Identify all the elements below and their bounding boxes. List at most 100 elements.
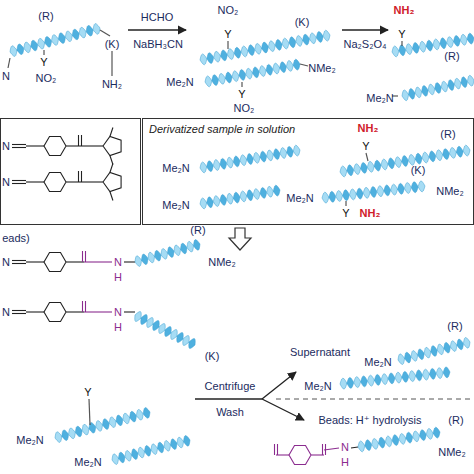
bond-line	[26, 311, 44, 312]
down-arrow	[229, 228, 251, 250]
helix-segment	[161, 249, 168, 260]
bond-line	[277, 444, 278, 455]
helix-segment	[194, 240, 201, 251]
chem-label: N	[2, 306, 10, 319]
helix-segment	[116, 415, 123, 426]
chem-label: N	[114, 306, 122, 319]
chem-label: Beads: H⁺ hydrolysis	[318, 414, 421, 427]
bond-line	[110, 127, 113, 136]
helix-segment	[392, 46, 399, 57]
bond-line	[124, 311, 135, 312]
helix-segment	[467, 75, 474, 86]
helix-segment	[286, 61, 293, 72]
helix-segment	[75, 426, 82, 437]
helix-segment	[260, 187, 267, 198]
helix-segment	[293, 59, 300, 70]
chem-label: Me₂N	[166, 76, 194, 89]
helix-segment	[457, 339, 464, 350]
helix-segment	[429, 368, 436, 379]
helix-segment	[437, 344, 444, 355]
helix-segment	[103, 419, 110, 430]
helix-segment	[440, 38, 447, 49]
helix-segment	[347, 165, 354, 176]
helix-segment	[187, 241, 194, 252]
chem-label: N	[2, 70, 10, 83]
reaction-arrow	[128, 29, 186, 30]
helix-segment	[273, 185, 280, 196]
bond-line	[274, 444, 275, 455]
chem-label: (R)	[38, 10, 53, 23]
bond-line	[85, 251, 86, 262]
helix-segment	[158, 442, 165, 453]
helix-segment	[398, 354, 405, 365]
helix-segment	[436, 368, 443, 379]
chem-label: Me₂N	[304, 380, 332, 393]
helix-segment	[287, 146, 294, 157]
helix-segment	[443, 149, 450, 160]
helix-segment	[233, 192, 240, 203]
chem-label: Y	[84, 386, 91, 399]
helix-segment	[221, 50, 228, 61]
helix-segment	[413, 42, 420, 53]
bond-line	[44, 252, 66, 271]
helix-segment	[391, 184, 398, 195]
side-chains	[8, 30, 402, 425]
bond-line	[66, 261, 84, 262]
chem-label: eads)	[2, 232, 30, 245]
chem-label: Y	[362, 140, 369, 153]
helix-segment	[388, 158, 395, 169]
chem-label: Wash	[216, 406, 244, 419]
helix-segment	[409, 371, 416, 382]
helix-segment	[248, 45, 255, 56]
helix-segment	[454, 78, 461, 89]
helix-segment	[443, 367, 450, 378]
chem-label: Me₂N	[162, 199, 190, 212]
bond-line	[351, 447, 358, 448]
chem-label: N	[114, 256, 122, 269]
helix-segment	[280, 62, 287, 73]
helix-segment	[329, 191, 336, 202]
helix-segment	[309, 33, 316, 44]
helix-segment	[358, 441, 365, 452]
helix-segment	[135, 312, 141, 322]
chem-label: Me₂N	[366, 92, 394, 105]
helix-segment	[253, 67, 260, 78]
helix-segment	[282, 38, 289, 49]
helix-segment	[273, 149, 280, 160]
helix-segment	[424, 347, 431, 358]
helix-segment	[45, 37, 52, 48]
helix-segment	[416, 370, 423, 381]
helix-segment	[289, 37, 296, 48]
helix-segment	[422, 86, 429, 97]
helix-segment	[428, 84, 435, 95]
chem-label: (K)	[105, 38, 120, 51]
bond-line	[84, 311, 112, 312]
helix-segment	[207, 161, 214, 172]
helix-segment	[347, 377, 354, 388]
helix-segment	[119, 452, 126, 463]
bond-line	[100, 30, 110, 36]
helix-segment	[62, 430, 69, 441]
helix-segment	[10, 46, 17, 57]
helix-segment	[463, 337, 470, 348]
chem-label: NO₂	[36, 72, 57, 85]
helix-segment	[431, 346, 438, 357]
helix-segment	[323, 30, 330, 41]
helix-segment	[24, 42, 31, 53]
chem-label: NO₂	[218, 4, 239, 17]
bond-line	[85, 301, 86, 312]
helix-segment	[354, 164, 361, 175]
helix-segment	[406, 432, 413, 443]
helix-segment	[405, 352, 412, 363]
helix-segment	[96, 421, 103, 432]
chemical-structures	[12, 127, 358, 464]
bond-line	[94, 181, 103, 182]
helix-segment	[151, 444, 158, 455]
helix-segment	[148, 252, 155, 263]
bond-line	[44, 172, 66, 191]
helix-segment	[240, 191, 247, 202]
helix-segment	[388, 373, 395, 384]
helix-segment	[159, 324, 165, 334]
helix-segment	[436, 150, 443, 161]
